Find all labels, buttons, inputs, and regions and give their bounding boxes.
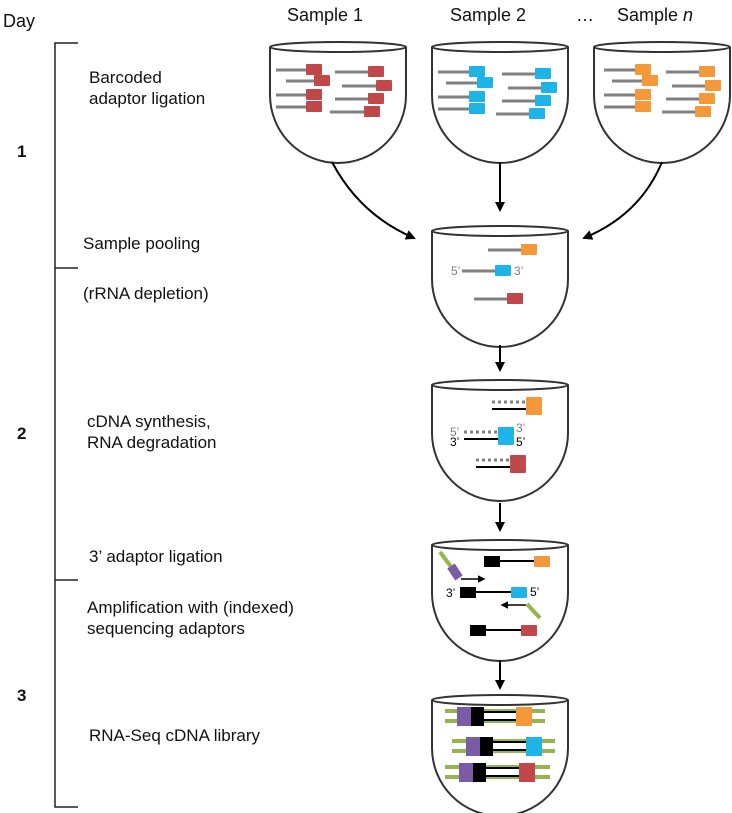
ligation-5prime: 5’	[530, 585, 539, 599]
sample-1-molecules	[276, 64, 392, 117]
sample-n-molecules	[604, 64, 721, 117]
cdna-rna-3prime: 3’	[516, 421, 525, 435]
day-2-label: 2	[17, 424, 27, 443]
cdna-rna-5prime: 5’	[450, 425, 459, 439]
pooled-molecules	[462, 244, 537, 304]
pooled-5prime: 5’	[451, 264, 460, 278]
ellipsis-header: …	[576, 5, 594, 25]
tube-library	[431, 694, 569, 813]
library-molecules	[445, 707, 555, 782]
cdna-molecules	[464, 397, 542, 473]
sample-n-prefix: Sample	[617, 5, 684, 25]
sample-n-variable: n	[683, 5, 694, 25]
step-rna-seq-library: RNA-Seq cDNA library	[89, 726, 260, 745]
step-rrna-depletion: (rRNA depletion)	[83, 284, 209, 303]
ligation-3prime: 3’	[446, 586, 455, 600]
sample-n-header: Sample n	[617, 4, 693, 26]
day-3-label: 3	[17, 686, 27, 705]
sample-2-header: Sample 2	[450, 5, 527, 25]
adaptor-ligation-molecules	[438, 550, 550, 636]
tube-sample-2	[431, 41, 569, 164]
cdna-dna-3prime: 3’	[450, 435, 459, 449]
cdna-dna-5prime: 5’	[516, 435, 525, 449]
step-barcoded-adaptor-ligation: Barcoded adaptor ligation	[89, 68, 206, 108]
day-1-label: 1	[17, 142, 27, 161]
sample-1-header: Sample 1	[287, 5, 364, 25]
step-amplification: Amplification with (indexed) sequencing …	[87, 598, 294, 638]
strand-end-labels: 5’ 3’ 5’ 3’ 3’ 5’ 3’ 5’	[446, 264, 539, 600]
flow-arrows	[331, 161, 663, 690]
library-molecule-blue	[452, 737, 555, 756]
library-molecule-red	[445, 763, 550, 782]
step-3prime-adaptor-ligation: 3’ adaptor ligation	[89, 547, 223, 566]
sample-2-molecules	[438, 66, 557, 119]
day-bracket	[54, 42, 78, 808]
tube-sample-1	[269, 41, 407, 164]
library-molecule-orange	[445, 707, 545, 726]
day-header: Day	[3, 11, 36, 31]
pooled-3prime: 3’	[514, 264, 523, 278]
step-sample-pooling: Sample pooling	[83, 234, 201, 253]
tube-pooled	[431, 225, 569, 348]
step-cdna-synthesis: cDNA synthesis, RNA degradation	[87, 412, 217, 452]
